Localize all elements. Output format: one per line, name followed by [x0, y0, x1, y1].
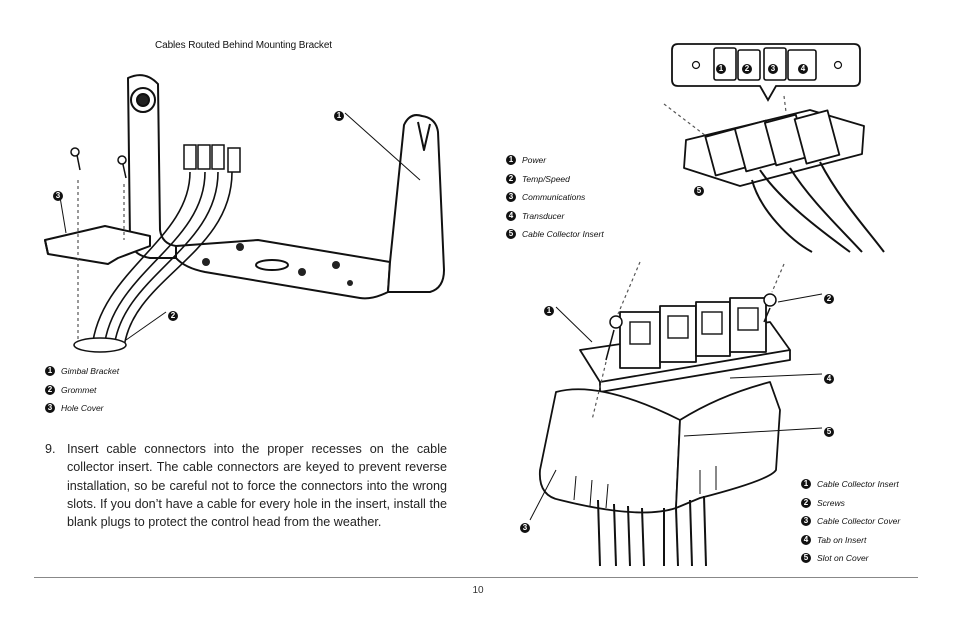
- callout-2: 2: [824, 294, 834, 304]
- slot-number: 2: [742, 64, 752, 74]
- figure1-title: Cables Routed Behind Mounting Bracket: [155, 40, 332, 51]
- callout-3: 3: [53, 191, 63, 201]
- slot-number: 1: [716, 64, 726, 74]
- callout-5: 5: [824, 427, 834, 437]
- callout-1: 1: [544, 306, 554, 316]
- page-number: 10: [472, 585, 484, 596]
- slot-number: 4: [798, 64, 808, 74]
- callout-1: 1: [334, 111, 344, 121]
- step-number: 9.: [45, 442, 56, 456]
- callout-5: 5: [694, 186, 704, 196]
- slot-number: 3: [768, 64, 778, 74]
- callout-2: 2: [168, 311, 178, 321]
- step-9-instruction: 9. Insert cable connectors into the prop…: [45, 440, 447, 531]
- callout-3: 3: [520, 523, 530, 533]
- step-text: Insert cable connectors into the proper …: [67, 442, 447, 530]
- callout-4: 4: [824, 374, 834, 384]
- footer-divider: [34, 577, 918, 578]
